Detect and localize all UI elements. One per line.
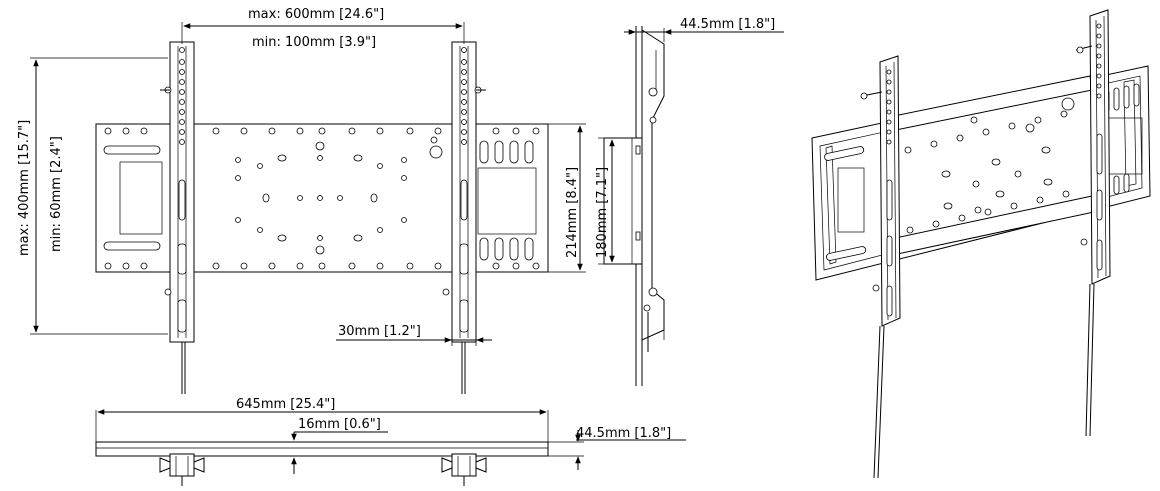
arm-width-label: 30mm [1.2"] (338, 324, 421, 339)
depth-bottom-label: 44.5mm [1.8"] (576, 426, 671, 441)
total-width-label: 645mm [25.4"] (236, 397, 335, 412)
side-view: 44.5mm [1.8"] 180mm [7.1"] (595, 17, 784, 386)
plate-hole-rows (104, 127, 540, 270)
plate-right-slots (477, 140, 537, 261)
top-view-left-bracket (159, 453, 205, 486)
plate-left-panel (119, 161, 163, 235)
min-height-label: min: 60mm [2.4"] (49, 136, 64, 252)
iso-plate-holes (904, 97, 1075, 234)
right-arm (442, 41, 486, 394)
top-view-right-bracket (441, 453, 487, 486)
plate-height-label: 214mm [8.4"] (565, 167, 580, 258)
iso-left-arm (860, 55, 901, 479)
min-width-label: min: 100mm [3.9"] (252, 35, 376, 50)
max-width-label: max: 600mm [24.6"] (248, 7, 384, 22)
iso-right-arm (1075, 9, 1111, 437)
max-height-label: max: 400mm [15.7"] (17, 120, 32, 256)
isometric-view (811, 9, 1151, 479)
left-arm (160, 41, 195, 394)
plate-left-slots (103, 145, 161, 251)
arm-height-label: 180mm [7.1"] (595, 167, 610, 258)
top-view: 645mm [25.4"] 16mm [0.6"] 44.5mm [1.8"] (95, 397, 686, 486)
gap-label: 16mm [0.6"] (298, 417, 381, 432)
depth-top-label: 44.5mm [1.8"] (680, 17, 775, 32)
front-view: max: 600mm [24.6"] min: 100mm [3.9"] max… (17, 7, 586, 394)
plate-center-holes (235, 136, 443, 255)
